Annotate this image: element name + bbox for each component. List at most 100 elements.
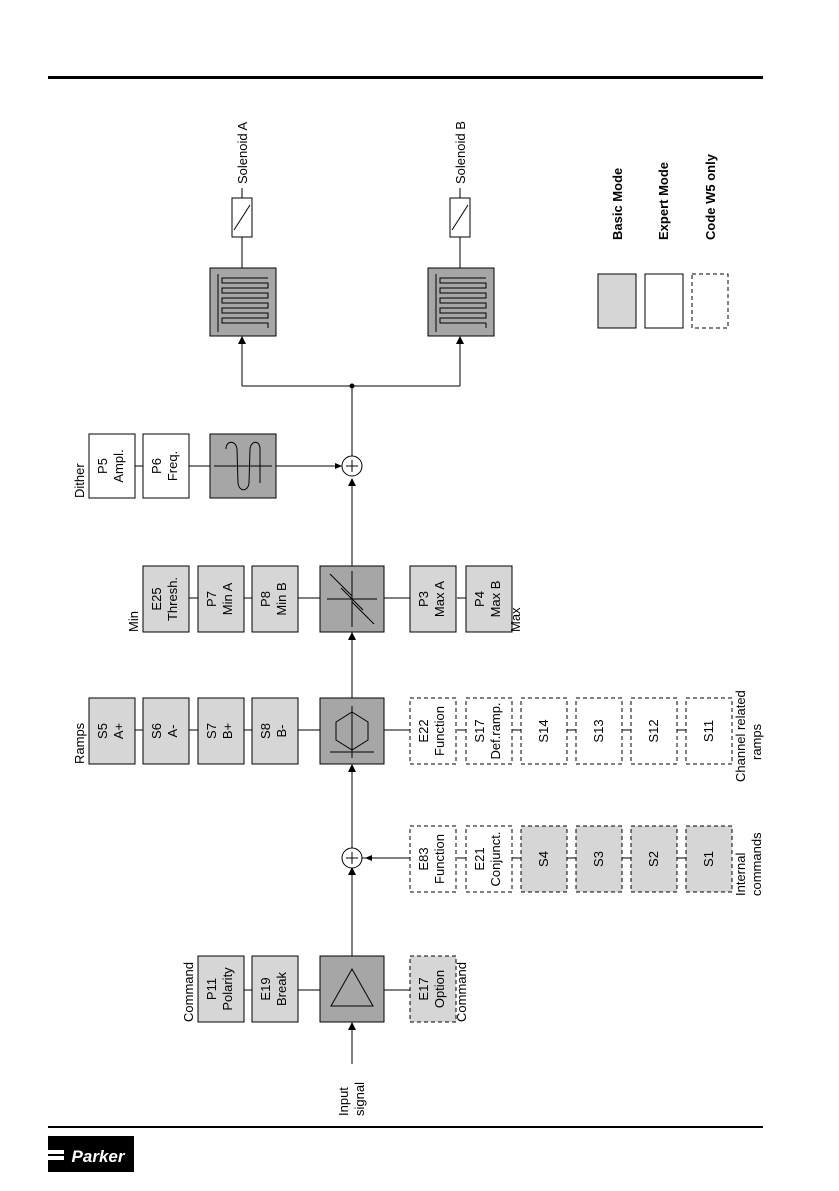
block-s13-label: S13	[591, 719, 606, 742]
parker-logo: Parker	[48, 1136, 134, 1172]
block-p7[interactable]	[197, 565, 245, 633]
block-p7-line2: Min A	[220, 582, 235, 615]
block-e83-line2: Function	[432, 834, 447, 884]
block-p3-line2: Max A	[432, 581, 447, 617]
block-p8-line2: Min B	[274, 582, 289, 615]
block-s11-label: S11	[701, 720, 716, 742]
block-p8[interactable]	[251, 565, 299, 633]
block-p5[interactable]	[88, 433, 136, 499]
summing-junctions	[341, 455, 363, 869]
legend-expert-swatch	[644, 273, 684, 329]
block-e17[interactable]	[409, 955, 457, 1023]
block-p6[interactable]	[142, 433, 190, 499]
sine-wave-icon	[225, 441, 261, 491]
block-p11-line2: Polarity	[220, 967, 235, 1011]
block-s12[interactable]	[630, 697, 678, 765]
block-s17-line1: S17	[472, 719, 487, 742]
amplifier-triangle-icon	[330, 967, 374, 1007]
block-e21-line2: Conjunct.	[488, 832, 503, 887]
internal-commands-label-line1: Internal	[733, 853, 748, 896]
block-s2[interactable]	[630, 825, 678, 893]
block-s8-line1: S8	[258, 723, 273, 739]
min-label: Min	[126, 611, 141, 632]
block-p4-line2: Max B	[488, 581, 503, 618]
block-s4[interactable]	[520, 825, 568, 893]
pwm-block-b	[427, 267, 495, 337]
block-e19-line1: E19	[258, 977, 273, 1000]
block-s14-label: S14	[536, 719, 551, 742]
block-s7[interactable]	[197, 697, 245, 765]
block-e83[interactable]	[409, 825, 457, 893]
block-s17-line2: Def.ramp.	[488, 702, 503, 759]
block-p7-line1: P7	[204, 591, 219, 607]
block-e22-line2: Function	[432, 706, 447, 756]
block-s6-line1: S6	[149, 723, 164, 739]
block-e22-line1: E22	[416, 719, 431, 742]
input-signal-label-line2: signal	[352, 1082, 367, 1116]
block-s6[interactable]	[142, 697, 190, 765]
block-e25-line2: Thresh.	[165, 577, 180, 621]
block-s5-line2: A+	[111, 723, 126, 739]
legend-expert-label: Expert Mode	[656, 162, 671, 240]
block-e22[interactable]	[409, 697, 457, 765]
block-e25[interactable]	[142, 565, 190, 633]
block-p5-line2: Ampl.	[111, 449, 126, 482]
block-s14[interactable]	[520, 697, 568, 765]
pwm-block-a	[209, 267, 277, 337]
block-p11[interactable]	[197, 955, 245, 1023]
block-s12-label: S12	[646, 719, 661, 742]
block-s8[interactable]	[251, 697, 299, 765]
input-signal-label-line1: Input	[336, 1087, 351, 1116]
channel-ramps-label-line2: ramps	[749, 723, 764, 760]
block-e25-line1: E25	[149, 587, 164, 610]
block-s7-line2: B+	[220, 723, 235, 739]
legend-w5-swatch	[691, 273, 729, 329]
block-s3-label: S3	[591, 851, 606, 867]
block-s6-line2: A-	[165, 725, 180, 738]
command-bottom-label: Command	[454, 962, 469, 1022]
block-s7-line1: S7	[204, 723, 219, 739]
block-s1[interactable]	[685, 825, 733, 893]
pwm-b-signal-icon	[439, 277, 487, 328]
legend-basic-label: Basic Mode	[610, 168, 625, 240]
block-s17[interactable]	[465, 697, 513, 765]
bottom-rule	[48, 1126, 763, 1128]
channel-ramps-label-line1: Channel related	[733, 690, 748, 782]
legend: Basic Mode Expert Mode Code W5 only	[597, 153, 729, 329]
internal-commands-label-line2: commands	[749, 832, 764, 896]
amplifier-block	[319, 955, 385, 1023]
function-blocks	[209, 267, 495, 1023]
block-s11[interactable]	[685, 697, 733, 765]
command-top-label: Command	[181, 962, 196, 1022]
max-label: Max	[508, 607, 523, 632]
block-s13[interactable]	[575, 697, 623, 765]
block-s5[interactable]	[88, 697, 136, 765]
block-p4[interactable]	[465, 565, 513, 633]
block-e19[interactable]	[251, 955, 299, 1023]
solenoid-b-label: Solenoid B	[453, 121, 468, 184]
block-e17-line1: E17	[416, 977, 431, 1000]
block-e83-line1: E83	[416, 847, 431, 870]
ramps-label: Ramps	[72, 722, 87, 764]
block-p5-line1: P5	[95, 458, 110, 474]
signal-lines	[238, 188, 464, 1064]
solenoid-symbols	[231, 197, 471, 238]
legend-basic-swatch	[597, 273, 637, 329]
block-e19-line2: Break	[274, 972, 289, 1006]
pwm-a-signal-icon	[221, 277, 269, 328]
group-labels: Solenoid A Solenoid B Dither Min Max Ram…	[72, 121, 764, 1116]
block-e21[interactable]	[465, 825, 513, 893]
block-p3[interactable]	[409, 565, 457, 633]
block-e17-line2: Option	[432, 970, 447, 1008]
block-p8-line1: P8	[258, 591, 273, 607]
block-s5-line1: S5	[95, 723, 110, 739]
parker-logo-text: Parker	[72, 1147, 126, 1166]
solenoid-a-label: Solenoid A	[235, 122, 250, 184]
block-s3[interactable]	[575, 825, 623, 893]
top-rule	[48, 76, 763, 79]
block-p6-line2: Freq.	[165, 451, 180, 481]
block-s8-line2: B-	[274, 725, 289, 738]
block-s4-label: S4	[536, 851, 551, 867]
dither-label: Dither	[72, 463, 87, 498]
